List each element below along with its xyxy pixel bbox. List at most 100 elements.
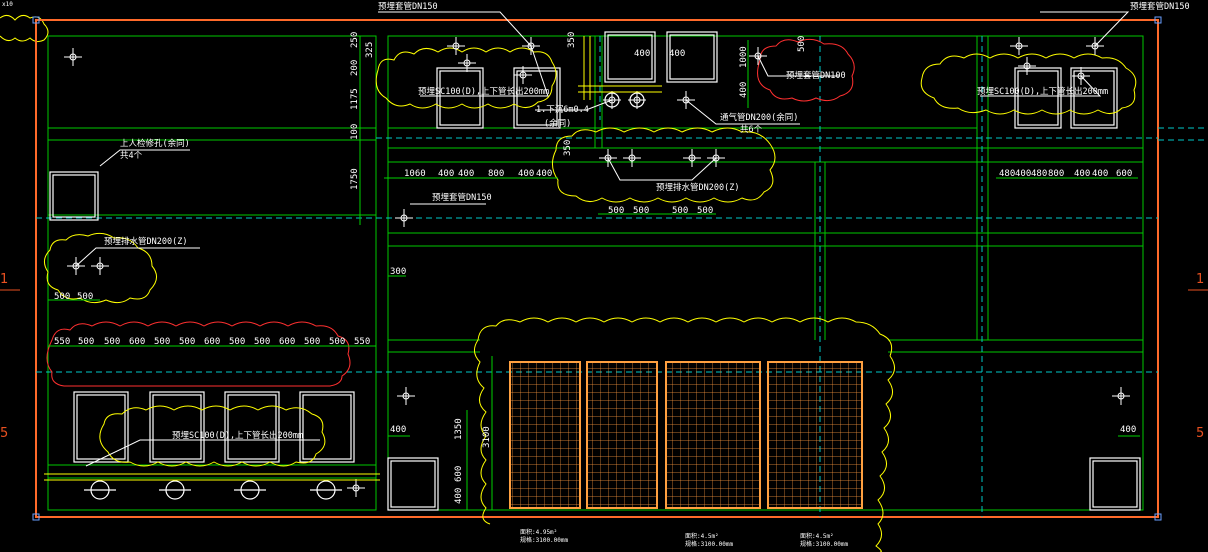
axis-label-left-5: 5 (0, 426, 8, 441)
cloud-top-left (375, 47, 557, 109)
svg-text:规格:3100.00mm: 规格:3100.00mm (800, 540, 849, 548)
opening-top-6 (1070, 67, 1118, 129)
svg-text:面积:4.95m²: 面积:4.95m² (520, 528, 557, 536)
svg-text:500: 500 (329, 337, 345, 347)
access-hatch-left (49, 171, 99, 221)
opening-top-4 (666, 31, 718, 83)
opening-top-5 (1014, 67, 1062, 129)
dim-text-right-top-vert: 500 1000 400 (739, 36, 807, 98)
opening-top-1 (436, 67, 484, 129)
svg-text:800: 800 (1048, 169, 1064, 179)
svg-text:500: 500 (179, 337, 195, 347)
svg-text:350: 350 (567, 32, 577, 48)
label-down-pipe: 1.下沉6m0.4 (536, 105, 589, 115)
label-sleeve-right: 预埋SC100(D),上下管长出200mm (977, 86, 1108, 97)
svg-text:400: 400 (518, 169, 534, 179)
svg-text:面积:4.5m²: 面积:4.5m² (685, 532, 719, 540)
svg-text:400: 400 (1120, 425, 1136, 435)
label-top-left-sleeve: 预埋套管DN150 (378, 1, 438, 12)
svg-text:600: 600 (1116, 169, 1132, 179)
outer-border (35, 19, 1159, 518)
svg-text:350: 350 (563, 140, 573, 156)
bottom-pipes (84, 92, 645, 500)
svg-text:500: 500 (797, 36, 807, 52)
access-hatch-bottom-left (387, 457, 439, 511)
opening-bottom-1 (73, 391, 129, 463)
svg-text:1175: 1175 (350, 88, 360, 110)
svg-text:400: 400 (1074, 169, 1090, 179)
dim-text-right-row: 480 400 480 800 400 400 600 (999, 169, 1132, 179)
cloud-top-right (920, 53, 1137, 115)
label-sleeve-left: 预埋SC100(D),上下管长出200mm (418, 86, 549, 97)
dim-text-bottom: 300 400 1350 600 400 3100 400 (390, 267, 1136, 504)
svg-text:600: 600 (129, 337, 145, 347)
grate-3 (665, 361, 761, 509)
grate-4 (767, 361, 863, 509)
dim-text-left-small: 500 500 (54, 292, 93, 302)
svg-text:480: 480 (1031, 169, 1047, 179)
opening-bottom-3 (224, 391, 280, 463)
structure-grid (47, 35, 1144, 511)
label-drain-center: 预埋排水管DN200(Z) (656, 182, 739, 193)
axis-label-right-1: 1 (1196, 272, 1204, 287)
svg-text:400: 400 (438, 169, 454, 179)
svg-text:550: 550 (54, 337, 70, 347)
svg-text:500: 500 (54, 292, 70, 302)
svg-text:500: 500 (254, 337, 270, 347)
svg-text:500: 500 (77, 292, 93, 302)
label-pipe-dn100: 预埋套管DN100 (786, 70, 846, 81)
grate-group (509, 361, 863, 509)
svg-text:325: 325 (365, 42, 375, 58)
label-top-right-sleeve: 预埋套管DN150 (1130, 1, 1190, 12)
svg-text:500: 500 (229, 337, 245, 347)
label-sleeve-bottom: 预埋SC100(D),上下管长出200mm (172, 430, 303, 441)
axis-label-left-1: 1 (0, 272, 8, 287)
label-mid-sleeve: 预埋套管DN150 (432, 192, 492, 203)
svg-text:400: 400 (454, 488, 464, 504)
annotation-labels: 预埋套管DN150 预埋套管DN150 预埋套管DN100 预埋SC100(D)… (104, 1, 1190, 441)
svg-text:500: 500 (78, 337, 94, 347)
grate-2 (586, 361, 658, 509)
svg-text:500: 500 (154, 337, 170, 347)
svg-text:600: 600 (454, 466, 464, 482)
svg-text:规格:3100.00mm: 规格:3100.00mm (685, 540, 734, 548)
access-hatch-bottom-right (1089, 457, 1141, 511)
svg-text:400: 400 (458, 169, 474, 179)
grate-1 (509, 361, 581, 509)
svg-text:500: 500 (672, 206, 688, 216)
opening-top-2 (513, 67, 561, 129)
svg-text:480: 480 (999, 169, 1015, 179)
svg-text:400: 400 (1092, 169, 1108, 179)
svg-text:500: 500 (697, 206, 713, 216)
svg-text:200: 200 (350, 60, 360, 76)
dim-text-left-row: 550 500 500 600 500 500 600 500 500 600 … (54, 337, 370, 347)
svg-text:500: 500 (608, 206, 624, 216)
svg-text:1060: 1060 (404, 169, 426, 179)
opening-bottom-4 (299, 391, 355, 463)
svg-text:规格:3100.00mm: 规格:3100.00mm (520, 536, 569, 544)
corner-note: x10 (2, 1, 13, 8)
svg-text:400: 400 (739, 82, 749, 98)
svg-text:500: 500 (304, 337, 320, 347)
svg-text:400: 400 (390, 425, 406, 435)
cloud-red-left (46, 321, 351, 387)
cloud-bottom-left (99, 405, 326, 467)
svg-text:600: 600 (279, 337, 295, 347)
label-vent-pipe: 通气管DN200(余同) (720, 112, 798, 123)
dim-text-topleft-vert: 250 325 200 1175 100 1750 (350, 32, 375, 190)
svg-text:1350: 1350 (454, 418, 464, 440)
svg-text:400: 400 (634, 49, 650, 59)
svg-text:400: 400 (1015, 169, 1031, 179)
axis-label-right-5: 5 (1196, 426, 1204, 441)
svg-text:300: 300 (390, 267, 406, 277)
cloud-grate (474, 317, 895, 552)
leader-lines (75, 11, 1130, 467)
axis-labels: 1 5 1 5 (0, 272, 1208, 441)
label-drain-left: 预埋排水管DN200(Z) (104, 236, 187, 247)
opening-bottom-2 (149, 391, 205, 463)
svg-text:100: 100 (350, 124, 360, 140)
label-access-hatch-sub: 共4个 (120, 151, 143, 161)
dimension-lines (48, 36, 1140, 510)
svg-text:250: 250 (350, 32, 360, 48)
